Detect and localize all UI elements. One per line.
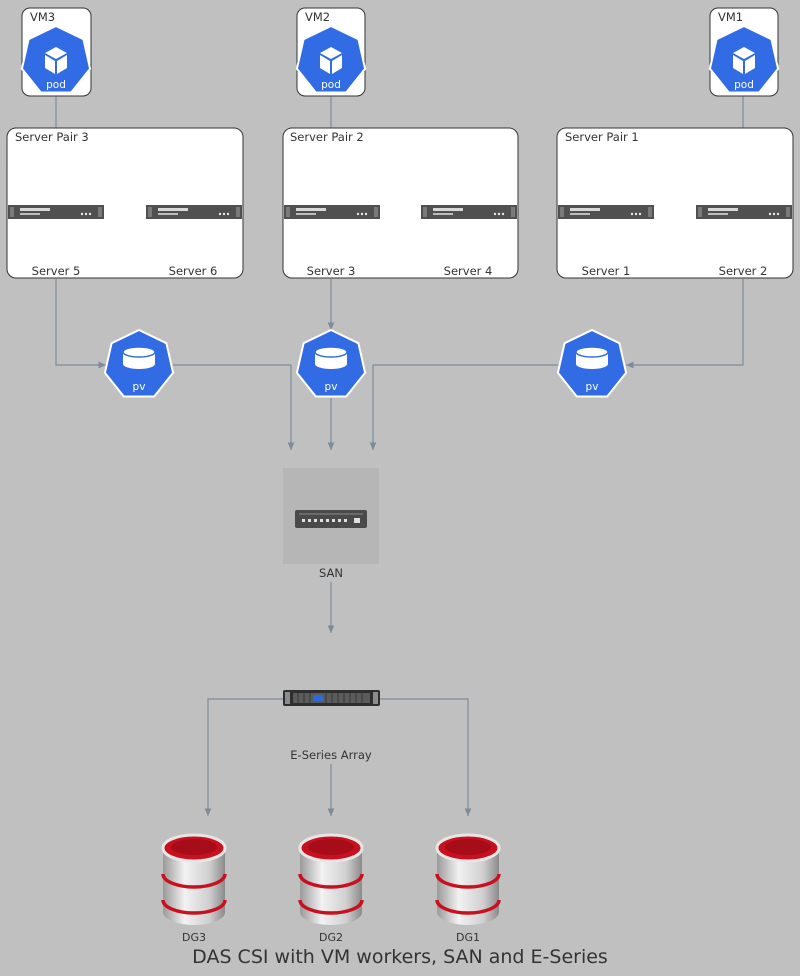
server-6-label: Server 6	[168, 264, 218, 278]
vm1-label: VM1	[718, 10, 744, 24]
server-3-icon	[284, 205, 380, 219]
database-icon-dg3	[161, 833, 227, 925]
connector-array-dg3	[204, 698, 287, 816]
database-icon-dg1	[435, 833, 501, 925]
pv-icon-3	[103, 328, 175, 398]
server-4-label: Server 4	[443, 264, 493, 278]
e-series-array-label: E-Series Array	[290, 748, 372, 762]
pod-label-vm1: pod	[734, 79, 754, 91]
server-2-icon	[696, 205, 792, 219]
server-5-label: Server 5	[31, 264, 81, 278]
connector-array-dg1	[376, 698, 472, 816]
disk-icons	[161, 833, 501, 925]
vm3-label: VM3	[30, 10, 56, 24]
server-pair-3-label: Server Pair 3	[15, 130, 89, 144]
diagram-title: DAS CSI with VM workers, SAN and E-Serie…	[192, 946, 608, 968]
server-pair-2-box[interactable]	[282, 127, 519, 279]
san-switch[interactable]	[283, 468, 379, 564]
server-1-label: Server 1	[581, 264, 631, 278]
connectors	[52, 96, 747, 816]
connector-pv3-san	[173, 364, 295, 450]
server-2-label: Server 2	[718, 264, 768, 278]
pod-icon-vm1	[708, 24, 780, 94]
connector-pv1-san	[369, 364, 558, 450]
pod-icon-vm2	[295, 24, 367, 94]
pv-label-1: pv	[585, 381, 599, 393]
vm2-label: VM2	[305, 10, 331, 24]
database-icon-dg2	[298, 833, 364, 925]
connector-server2-pv1	[626, 279, 744, 369]
pv-label-2: pv	[324, 381, 338, 393]
dg1-label: DG1	[456, 931, 480, 944]
pv-icon-2	[295, 328, 367, 398]
pv-icons	[103, 328, 628, 398]
pv-icon-1	[556, 328, 628, 398]
server-pair-1-box[interactable]	[556, 127, 794, 279]
connector-server5-pv3	[55, 279, 106, 369]
server-1-icon	[558, 205, 654, 219]
san-label: SAN	[319, 566, 343, 580]
pod-label-vm3: pod	[46, 79, 66, 91]
server-4-icon	[421, 205, 517, 219]
dg3-label: DG3	[182, 931, 206, 944]
pod-label-vm2: pod	[321, 79, 341, 91]
server-pair-3-box[interactable]	[6, 127, 244, 279]
pv-label-3: pv	[132, 381, 146, 393]
server-pair-1-label: Server Pair 1	[565, 130, 639, 144]
dg2-label: DG2	[319, 931, 343, 944]
server-pair-2-label: Server Pair 2	[290, 130, 364, 144]
pod-icons	[20, 24, 780, 94]
e-series-array[interactable]	[283, 690, 380, 706]
server-6-icon	[146, 205, 242, 219]
pod-icon-vm3	[20, 24, 92, 94]
server-3-label: Server 3	[306, 264, 356, 278]
server-5-icon	[8, 205, 104, 219]
